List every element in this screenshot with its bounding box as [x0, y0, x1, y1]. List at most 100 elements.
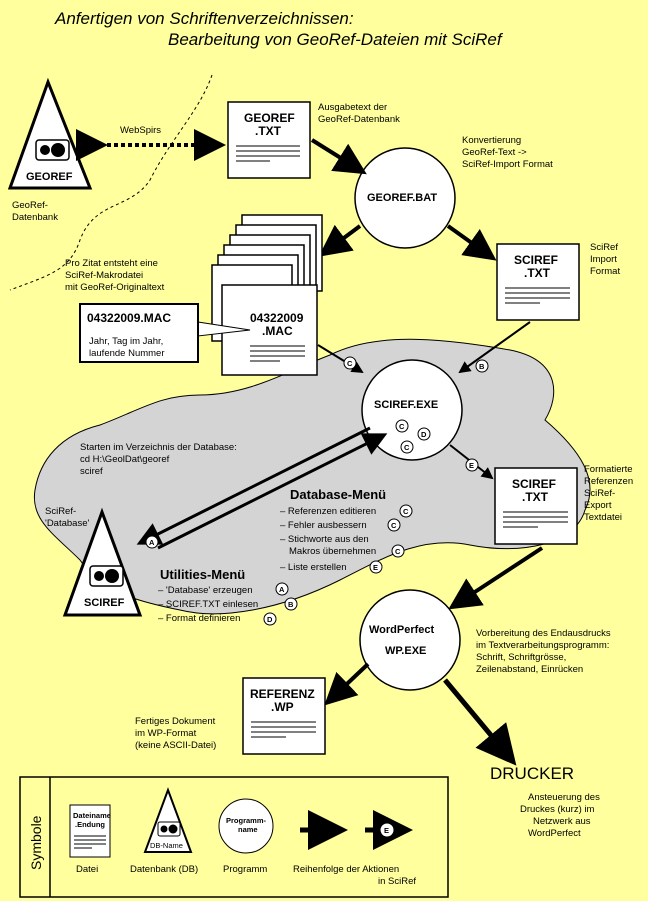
utilities-menu-badges: A B D: [263, 582, 298, 626]
badge-b-import: B: [475, 359, 489, 373]
georef-txt-line-2: .TXT: [255, 124, 282, 138]
referenz-wp-line-2: .WP: [271, 700, 294, 714]
mac-file-line-1: 04322009: [250, 311, 304, 325]
svg-text:A: A: [149, 538, 155, 547]
wordperfect-program: WordPerfect WP.EXE: [359, 589, 461, 691]
svg-text:E: E: [373, 563, 378, 572]
sciref-exe-label: SCIREF.EXE: [374, 399, 438, 411]
separator-dotted-line: [9, 74, 213, 291]
drucker-caption-2: Druckes (kurz) im: [520, 804, 595, 815]
badge-c-mac: C: [343, 356, 357, 370]
sciref-exe-program: SCIREF.EXE C D C: [361, 359, 463, 461]
wordperfect-caption-2: im Textverarbeitungsprogramm:: [476, 640, 609, 651]
arrow-export-to-wordperfect: [448, 546, 544, 610]
sciref-db-caption-1: SciRef-: [45, 506, 76, 517]
referenz-caption-1: Fertiges Dokument: [135, 716, 216, 727]
georef-database: GEOREF: [7, 77, 93, 190]
referenz-caption-2: im WP-Format: [135, 728, 197, 739]
referenz-wp-file: REFERENZ .WP: [242, 677, 326, 755]
drucker-caption-3: Netzwerk aus: [533, 816, 591, 827]
drucker-caption-1: Ansteuerung des: [528, 792, 600, 803]
svg-text:B: B: [288, 600, 294, 609]
georef-txt-file: GEOREF .TXT: [227, 101, 311, 179]
georef-bat-caption-1: Konvertierung: [462, 135, 521, 146]
wordperfect-line-1: WordPerfect: [369, 624, 435, 636]
start-text-3: sciref: [80, 466, 103, 477]
sciref-export-line-2: .TXT: [522, 490, 549, 504]
referenz-caption-3: (keine ASCII-Datei): [135, 740, 216, 751]
sciref-db-caption-2: 'Database': [45, 518, 89, 529]
sciref-export-caption-1: Formatierte: [584, 464, 633, 475]
legend-order-badge: E: [384, 826, 389, 835]
georef-bat-label: GEOREF.BAT: [367, 192, 437, 204]
arrow-exe-to-database: [136, 426, 371, 545]
sciref-export-caption-4: Export: [584, 500, 612, 511]
legend-order-caption-2: in SciRef: [378, 876, 416, 887]
arrow-wp-to-drucker: [443, 678, 517, 766]
sciref-import-line-1: SCIREF: [514, 253, 558, 267]
legend-order-caption-1: Reihenfolge der Aktionen: [293, 864, 399, 875]
title-line-1: Anfertigen von Schriftenverzeichnissen:: [54, 9, 354, 28]
svg-text:D: D: [267, 615, 273, 624]
wordperfect-caption-1: Vorbereitung des Endausdrucks: [476, 628, 611, 639]
mac-caption-1: Pro Zitat entsteht eine: [65, 258, 158, 269]
arrow-georeftxt-to-bat: [310, 138, 367, 175]
database-menu-heading: Database-Menü: [290, 487, 386, 502]
georef-bat-caption-3: SciRef-Import Format: [462, 159, 553, 170]
referenz-wp-line-1: REFERENZ: [250, 687, 315, 701]
legend-title: Symbole: [28, 815, 44, 870]
georef-db-caption-1: GeoRef-: [12, 200, 48, 211]
arrow-bat-to-mac: [318, 224, 362, 257]
mac-caption-2: SciRef-Makrodatei: [65, 270, 143, 281]
sciref-export-caption-2: Referenzen: [584, 476, 633, 487]
legend-db-caption: Datenbank (DB): [130, 864, 198, 875]
utilities-menu-item-1: – 'Database' erzeugen: [158, 585, 252, 596]
georef-txt-caption-1: Ausgabetext der: [318, 102, 387, 113]
sciref-database: SCIREF: [62, 507, 143, 617]
database-menu-item-1: – Referenzen editieren: [280, 506, 376, 517]
svg-text:C: C: [395, 547, 401, 556]
arrow-bat-to-import: [446, 224, 497, 261]
sciref-import-file: SCIREF .TXT: [496, 243, 580, 321]
utilities-menu-heading: Utilities-Menü: [160, 567, 245, 582]
arrow-import-to-exe: [458, 321, 531, 374]
sciref-export-caption-3: SciRef-: [584, 488, 615, 499]
start-text-2: cd H:\GeolDat\georef: [80, 454, 170, 465]
webspirs-label: WebSpirs: [120, 125, 161, 136]
georef-bat-caption-2: GeoRef-Text ->: [462, 147, 527, 158]
badge-e-export: E: [465, 458, 479, 472]
sciref-export-line-1: SCIREF: [512, 477, 556, 491]
legend-file-caption: Datei: [76, 864, 98, 875]
svg-text:C: C: [347, 359, 353, 368]
sciref-import-line-2: .TXT: [524, 266, 551, 280]
svg-text:C: C: [404, 443, 410, 452]
utilities-menu-item-3: – Format definieren: [158, 613, 240, 624]
database-menu-item-3: – Stichworte aus den: [280, 534, 369, 545]
svg-text:C: C: [399, 422, 405, 431]
svg-text:E: E: [469, 461, 474, 470]
legend-box: Symbole Dateiname .Endung Datei DB-Name …: [19, 776, 449, 898]
svg-text:C: C: [391, 521, 397, 530]
start-text-1: Starten im Verzeichnis der Database:: [80, 442, 237, 453]
title-line-2: Bearbeitung von GeoRef-Dateien mit SciRe…: [168, 30, 504, 49]
database-menu-item-4: Makros übernehmen: [289, 546, 376, 557]
mac-file-line-2: .MAC: [262, 324, 293, 338]
georef-txt-line-1: GEOREF: [244, 111, 295, 125]
sciref-export-caption-5: Textdatei: [584, 512, 622, 523]
legend-prog-line-2: name: [238, 825, 258, 834]
svg-text:A: A: [279, 585, 285, 594]
arrow-wp-to-referenz: [324, 662, 370, 706]
georef-db-label: GEOREF: [26, 171, 73, 183]
mac-callout-line-1: Jahr, Tag im Jahr,: [89, 336, 163, 347]
mac-callout: 04322009.MAC Jahr, Tag im Jahr, laufende…: [79, 303, 251, 363]
arrow-database-to-exe: [157, 433, 388, 550]
svg-text:B: B: [479, 362, 485, 371]
sciref-import-caption-3: Format: [590, 266, 620, 277]
mac-caption-3: mit GeoRef-Originaltext: [65, 282, 165, 293]
sciref-export-file: SCIREF .TXT: [494, 467, 578, 545]
mac-callout-title: 04322009.MAC: [87, 311, 171, 325]
georef-txt-caption-2: GeoRef-Datenbank: [318, 114, 400, 125]
mac-callout-line-2: laufende Nummer: [89, 348, 165, 359]
badge-a-database: A: [145, 535, 159, 549]
